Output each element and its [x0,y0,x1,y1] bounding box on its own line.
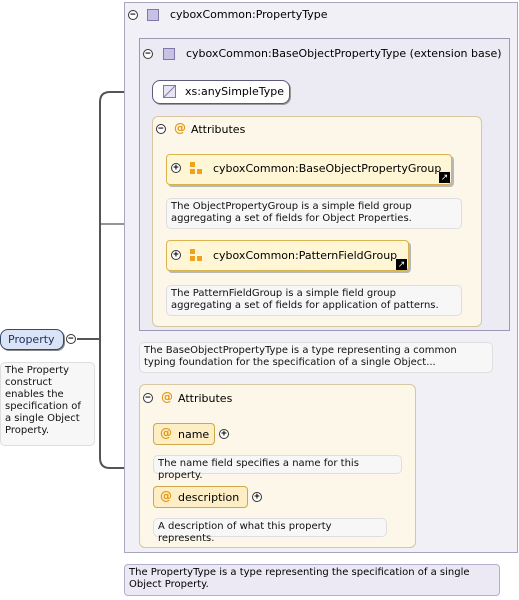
property-element-label: Property [8,333,55,346]
collapse-icon[interactable]: − [66,334,76,344]
attribute-group-label: cyboxCommon:PatternFieldGroup [213,249,398,262]
expand-icon[interactable]: + [171,250,181,260]
attribute-node-description[interactable] [153,486,248,508]
property-element-node[interactable] [0,329,64,350]
collapse-icon[interactable]: − [128,10,138,20]
property-type-description: The PropertyType is a type representing … [124,564,500,596]
collapse-icon[interactable]: − [143,393,153,403]
reference-icon[interactable]: ↗ [396,259,407,270]
attribute-group-description: The PatternFieldGroup is a simple field … [166,285,462,316]
collapse-icon[interactable]: − [156,124,166,134]
attribute-icon: @ [161,390,173,404]
simple-type-icon [163,85,176,98]
base-object-type-title: cyboxCommon:BaseObjectPropertyType (exte… [186,47,502,60]
base-object-type-description: The BaseObjectPropertyType is a type rep… [139,342,493,373]
reference-icon[interactable]: ↗ [439,172,450,183]
attribute-node-name[interactable] [153,423,215,445]
outer-attributes-title: Attributes [178,392,233,405]
group-icon [190,162,202,174]
property-type-title: cyboxCommon:PropertyType [170,8,328,21]
attribute-label: name [178,428,210,441]
expand-icon[interactable]: + [219,429,229,439]
attribute-label: description [178,491,240,504]
attribute-description: A description of what this property repr… [153,518,387,544]
attribute-group-label: cyboxCommon:BaseObjectPropertyGroup [213,162,442,175]
attribute-icon: @ [174,121,186,135]
attribute-group-node[interactable] [166,240,409,271]
attribute-group-node[interactable] [166,154,452,185]
attribute-description: The name field specifies a name for this… [153,455,402,481]
expand-icon[interactable]: + [252,492,262,502]
complex-type-icon [147,9,159,21]
expand-icon[interactable]: + [171,163,181,173]
simple-type-label: xs:anySimpleType [185,85,284,98]
inner-attributes-title: Attributes [191,123,246,136]
collapse-icon[interactable]: − [143,49,153,59]
attribute-group-description: The ObjectPropertyGroup is a simple fiel… [166,198,462,229]
attribute-icon: @ [160,426,172,440]
attribute-icon: @ [160,489,172,503]
complex-type-icon [163,48,175,60]
property-element-description: The Property construct enables the speci… [0,362,95,446]
group-icon [190,249,202,261]
